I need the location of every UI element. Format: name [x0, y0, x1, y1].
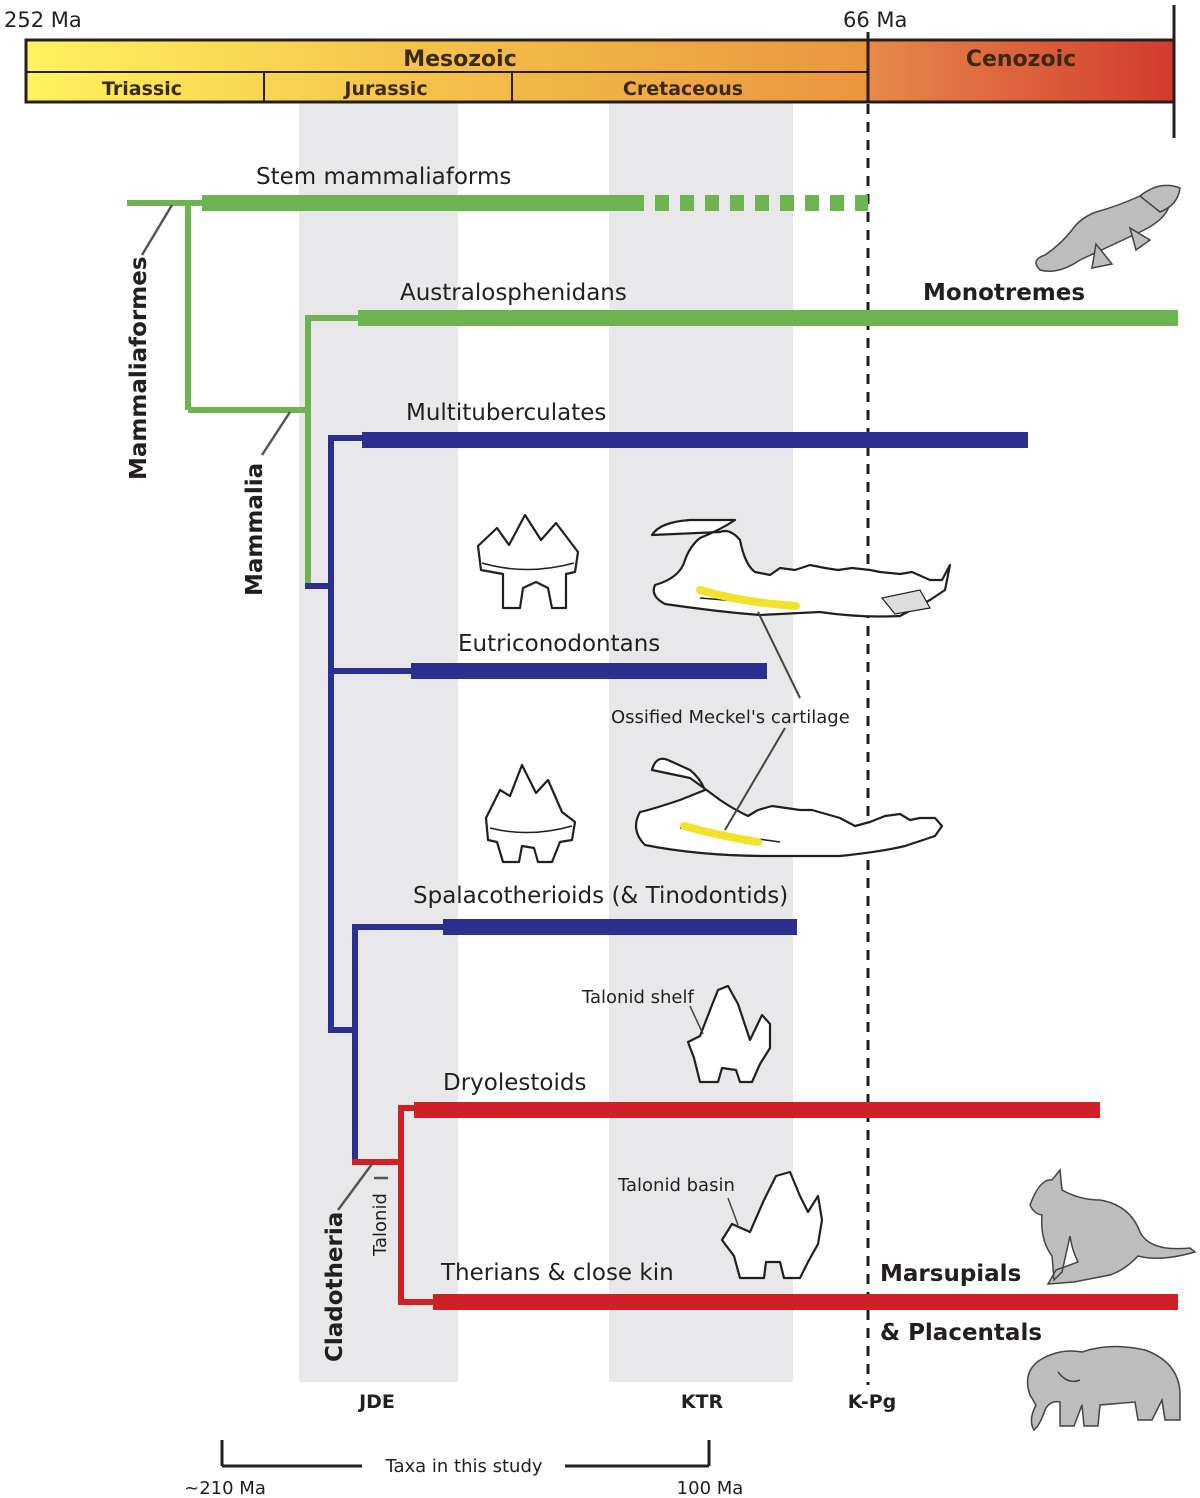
- spalacotherioid-tooth-drawing: [484, 763, 577, 864]
- clade-label-stem: Stem mammaliaforms: [256, 164, 511, 190]
- talonid-shelf-tooth-drawing: Talonid shelf: [581, 984, 772, 1084]
- study-range-end: 100 Ma: [677, 1478, 744, 1498]
- clade-label-multituberculates: Multituberculates: [406, 400, 606, 426]
- group-label-monotremes: Monotremes: [923, 280, 1085, 306]
- green-branches: [127, 195, 1178, 586]
- study-range-label: Taxa in this study: [384, 1456, 542, 1477]
- clade-label-dryolestoids: Dryolestoids: [443, 1070, 586, 1096]
- timescale: 252 Ma 66 Ma Mesozoic Cenozoic Triassic …: [4, 5, 1176, 138]
- node-label-talonid: Talonid: [370, 1193, 391, 1257]
- group-label-marsupials: Marsupials: [880, 1261, 1021, 1287]
- era-mesozoic: Mesozoic: [403, 47, 517, 72]
- clade-label-spalacotherioids: Spalacotherioids (& Tinodontids): [413, 883, 788, 909]
- platypus-illustration: [1035, 184, 1181, 272]
- period-cretaceous: Cretaceous: [623, 78, 743, 100]
- node-label-mammalia: Mammalia: [242, 463, 268, 596]
- event-label-kpg: K-Pg: [848, 1391, 896, 1413]
- elephant-illustration: [1026, 1345, 1181, 1432]
- spalacotherioid-jaw-drawing: [634, 757, 944, 858]
- study-range-bracket: [220, 1440, 711, 1468]
- event-label-jde: JDE: [357, 1391, 395, 1413]
- blue-branches: [305, 432, 1028, 1162]
- meckel-label: Ossified Meckel's cartilage: [611, 707, 850, 728]
- clade-label-therians: Therians & close kin: [440, 1260, 674, 1286]
- kangaroo-illustration: [1029, 1168, 1197, 1285]
- talonid-basin-label: Talonid basin: [617, 1175, 735, 1196]
- clade-label-eutriconodontans: Eutriconodontans: [458, 631, 660, 657]
- study-range-start: ~210 Ma: [184, 1478, 266, 1498]
- event-label-ktr: KTR: [681, 1391, 724, 1413]
- clade-label-australosphenidans: Australosphenidans: [400, 280, 627, 306]
- node-label-cladotheria: Cladotheria: [322, 1212, 348, 1362]
- period-jurassic: Jurassic: [342, 78, 427, 100]
- group-label-placentals: & Placentals: [880, 1320, 1042, 1346]
- start-age-label: 252 Ma: [4, 8, 82, 32]
- node-leaders: [140, 204, 388, 1211]
- eutriconodont-jaw-drawing: [650, 518, 952, 618]
- talonid-shelf-label: Talonid shelf: [581, 987, 694, 1008]
- red-branches: [352, 1102, 1178, 1310]
- kpg-age-label: 66 Ma: [843, 8, 907, 32]
- talonid-basin-tooth-drawing: Talonid basin: [617, 1170, 824, 1280]
- eutriconodont-tooth-drawing: [476, 513, 580, 610]
- era-cenozoic: Cenozoic: [966, 47, 1076, 72]
- period-triassic: Triassic: [102, 78, 182, 100]
- meckel-annotation: Ossified Meckel's cartilage: [611, 611, 850, 831]
- node-label-mammaliaformes: Mammaliaformes: [126, 256, 152, 480]
